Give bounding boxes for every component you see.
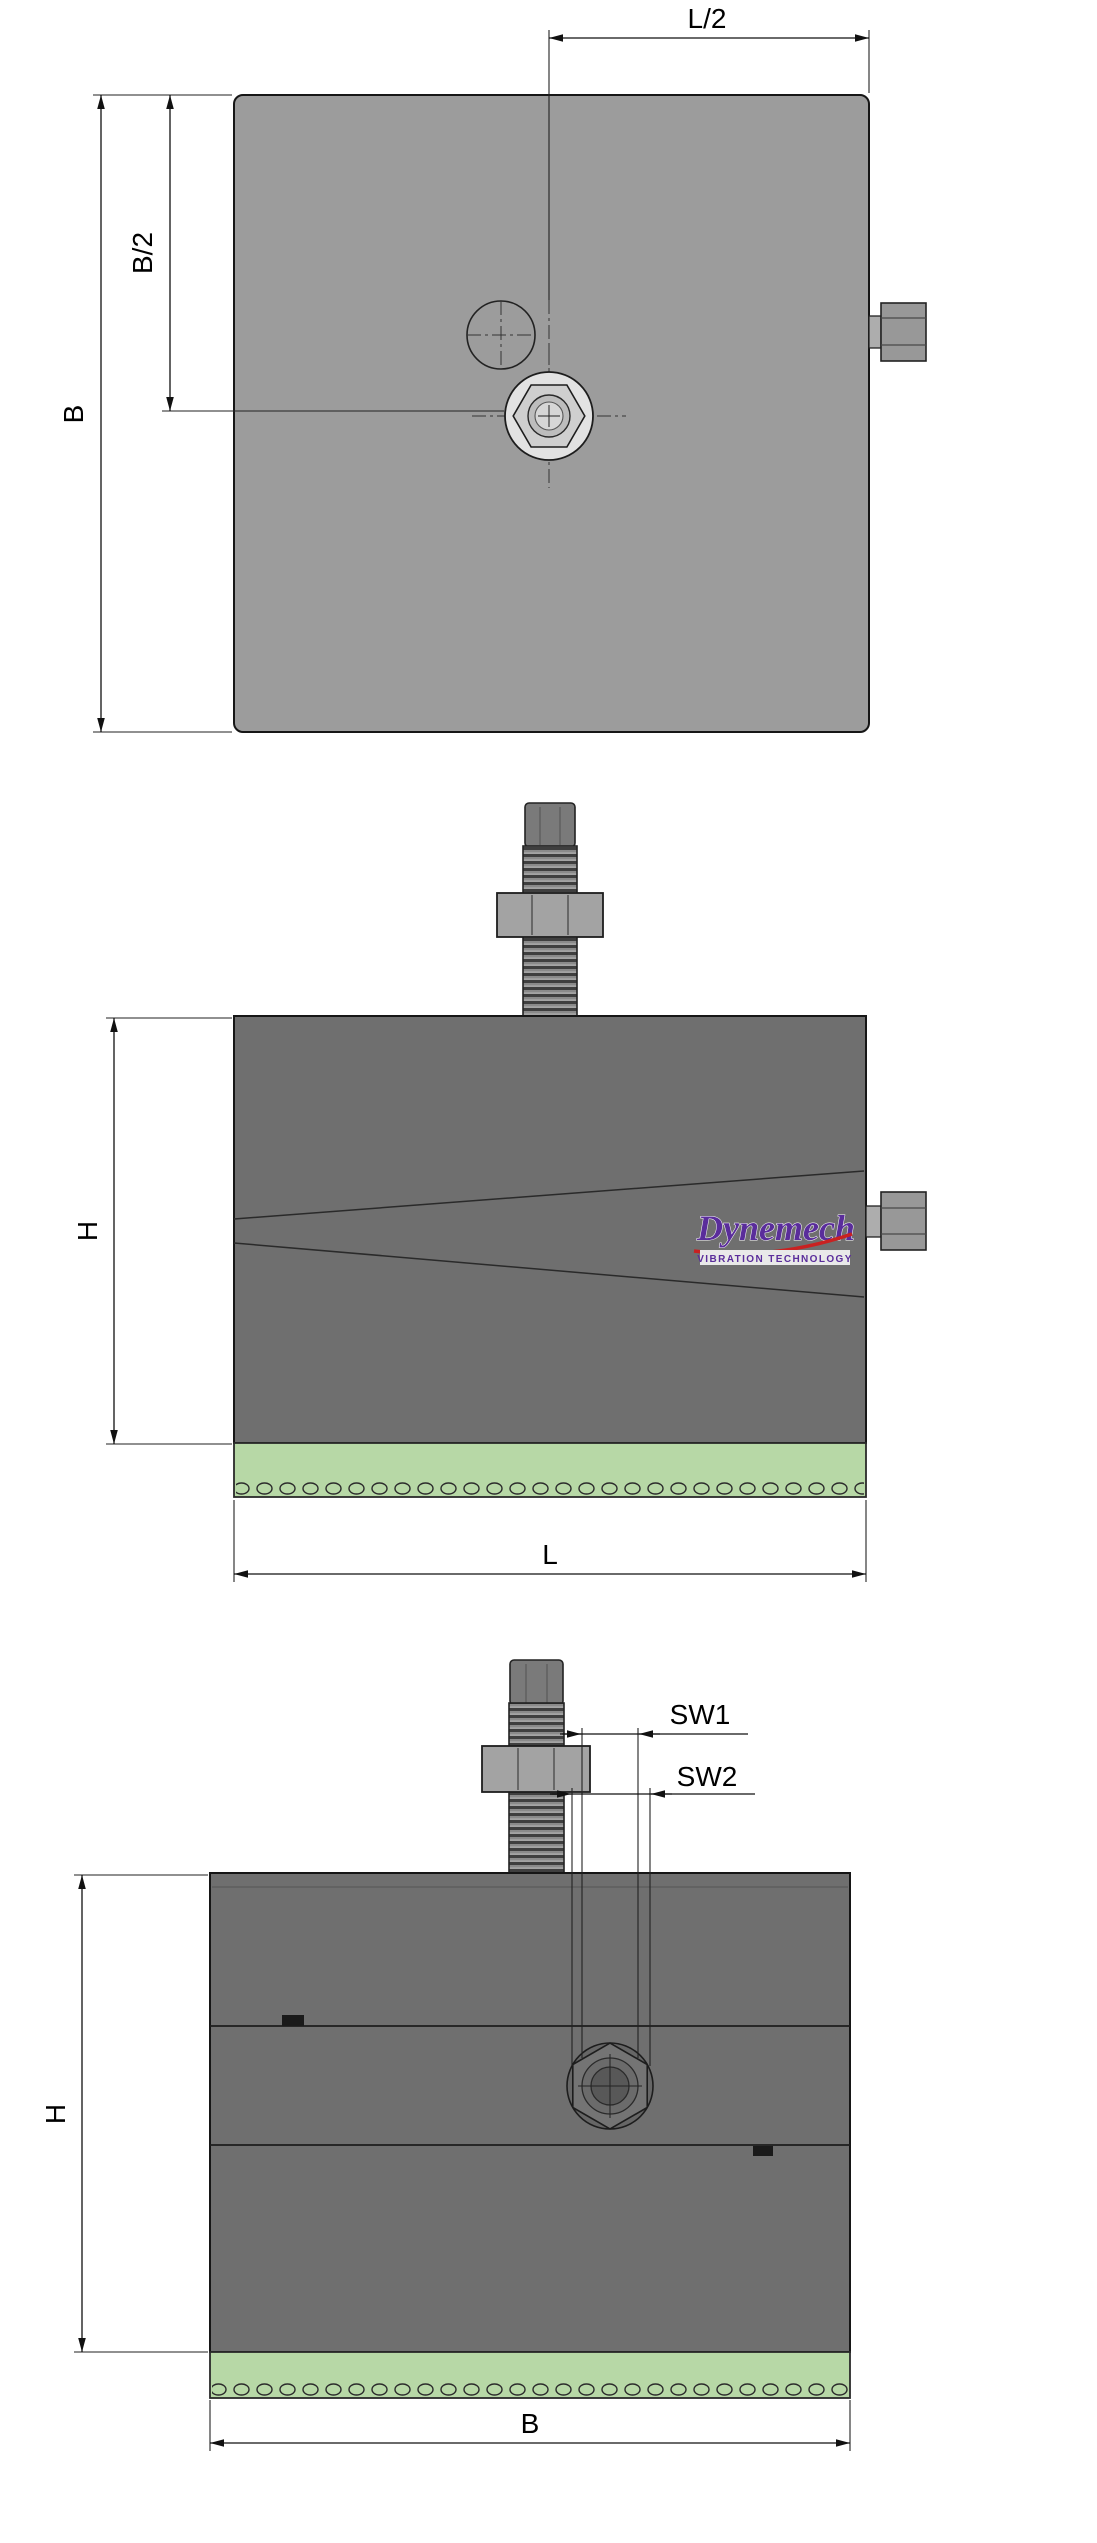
side-fitting-plan bbox=[868, 302, 927, 362]
dim-sw1: SW1 bbox=[560, 1699, 748, 2058]
front-view: Dynemech VIBRATION TECHNOLOGY H bbox=[72, 802, 927, 1582]
logo-tagline: VIBRATION TECHNOLOGY bbox=[697, 1254, 853, 1265]
dim-l2: L/2 bbox=[548, 3, 870, 372]
dim-label-b-side: B bbox=[521, 2408, 540, 2439]
dim-b-top: B bbox=[58, 94, 232, 733]
dim-b-side: B bbox=[209, 2400, 851, 2451]
dim-l: L bbox=[233, 1500, 867, 1582]
dim-label-h-front: H bbox=[72, 1221, 103, 1241]
fitting-neck bbox=[868, 315, 882, 349]
side-view: SW1 SW2 H B bbox=[40, 1659, 851, 2451]
dim-label-b: B bbox=[58, 405, 89, 424]
fitting-hex-body bbox=[880, 1191, 927, 1251]
stud-nut-front bbox=[496, 892, 604, 938]
isolator-body-side bbox=[209, 1872, 851, 2353]
wedge-line-lower bbox=[233, 1242, 865, 1298]
stud-nut-side bbox=[481, 1745, 591, 1793]
center-bolt-plan bbox=[472, 344, 626, 488]
stud-cap bbox=[524, 802, 576, 848]
stud-cap bbox=[509, 1659, 564, 1706]
dim-label-l2: L/2 bbox=[688, 3, 727, 34]
dim-sw2: SW2 bbox=[550, 1761, 755, 2066]
dynemech-logo: Dynemech VIBRATION TECHNOLOGY bbox=[693, 1208, 855, 1265]
side-fitting-front bbox=[865, 1191, 927, 1251]
wedge-line-upper bbox=[233, 1170, 865, 1220]
dim-label-sw2: SW2 bbox=[677, 1761, 738, 1792]
logo-tagline-bg bbox=[700, 1250, 850, 1265]
isolator-body-front bbox=[233, 1015, 867, 1444]
hex-plug bbox=[566, 2042, 654, 2130]
body-notch-left bbox=[282, 2015, 304, 2026]
dim-label-sw1: SW1 bbox=[670, 1699, 731, 1730]
dim-b2: B/2 bbox=[127, 95, 504, 412]
dim-label-l: L bbox=[542, 1539, 558, 1570]
dim-label-h-side: H bbox=[40, 2104, 71, 2124]
pad-ribs-front bbox=[236, 1481, 864, 1496]
hex-nut bbox=[496, 892, 604, 938]
fitting-neck bbox=[865, 1205, 882, 1238]
top-view: L/2 B B/2 bbox=[58, 3, 927, 733]
dim-h-side: H bbox=[40, 1874, 208, 2353]
body-notch-right bbox=[753, 2146, 773, 2156]
hex-nut bbox=[481, 1745, 591, 1793]
dim-label-b2: B/2 bbox=[127, 232, 158, 274]
fitting-hex-body bbox=[880, 302, 927, 362]
dim-h-front: H bbox=[72, 1017, 232, 1445]
pad-ribs-side bbox=[212, 2380, 848, 2396]
